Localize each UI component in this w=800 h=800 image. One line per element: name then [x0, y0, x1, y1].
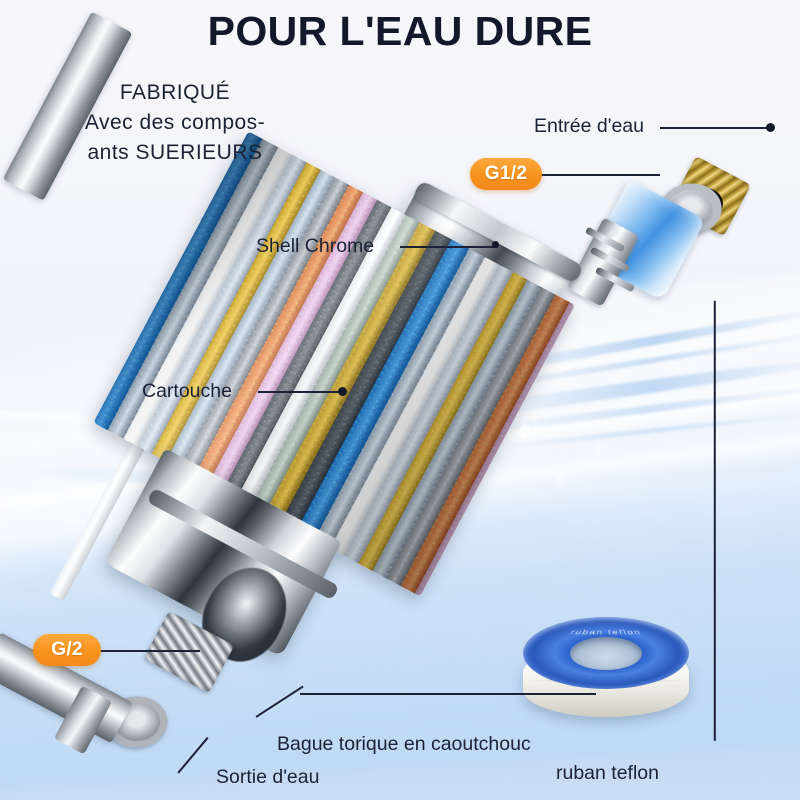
leader-dot-cartridge: [338, 387, 347, 396]
leader-line-o-ring: [300, 693, 596, 695]
bubble-icon: [556, 476, 565, 485]
badge-g1-2: G1/2: [470, 158, 542, 190]
leader-line-shell-chrome: [400, 246, 498, 248]
leader-line-g-2-bottom: [100, 650, 200, 652]
callout-label-water-outlet: Sortie d'eau: [216, 766, 320, 788]
bubble-icon: [596, 444, 607, 455]
subtitle-line-2: Avec des compos-: [84, 111, 266, 134]
callout-label-cartridge: Cartouche: [142, 380, 232, 402]
callout-label-teflon-tape: ruban teflon: [556, 762, 659, 784]
teflon-tape-core-hole: [570, 637, 642, 670]
leader-dot-water-inlet: [766, 123, 775, 132]
badge-g-2: G/2: [33, 634, 101, 666]
subtitle-line-3: ants SUERIEURS: [87, 141, 263, 164]
leader-line-cartridge: [258, 391, 344, 393]
page-title: POUR L'EAU DURE: [207, 8, 593, 54]
callout-label-o-ring: Bague torique en caoutchouc: [277, 733, 531, 755]
leader-line-water-inlet: [660, 127, 772, 129]
shell-slot: [517, 423, 531, 439]
callout-label-shell-chrome: Shell Chrome: [256, 235, 375, 257]
subtitle-block: FABRIQUÉ Avec des compos- ants SUERIEURS: [40, 78, 310, 168]
leader-line-g1-2-top: [540, 174, 660, 176]
callout-label-water-inlet: Entrée d'eau: [534, 115, 644, 137]
teflon-tape-roll: ruban teflon: [523, 617, 689, 729]
subtitle-line-1: FABRIQUÉ: [119, 81, 231, 104]
leader-line-teflon-tape: [714, 300, 716, 741]
leader-dot-shell-chrome: [492, 241, 499, 248]
